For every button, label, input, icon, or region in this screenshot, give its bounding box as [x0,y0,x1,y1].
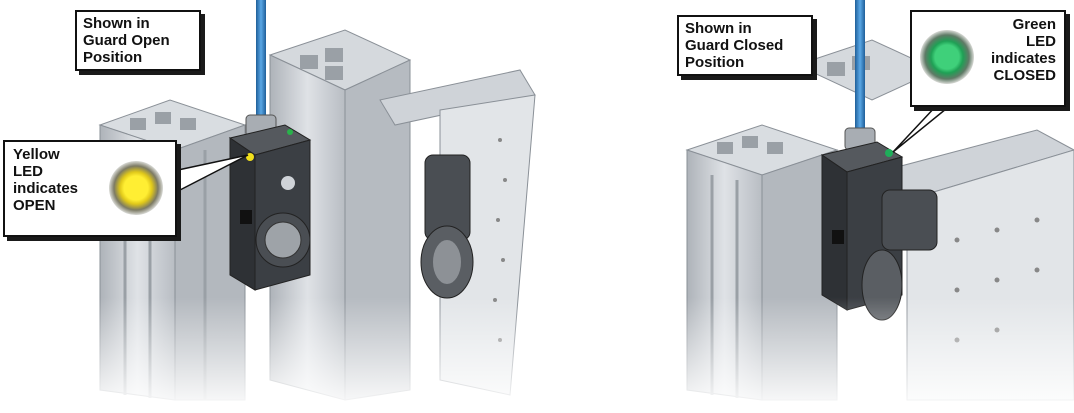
guard-open-scene: Shown in Guard Open Position Yellow LED … [0,0,537,413]
yellow-led-icon [109,161,163,215]
guard-open-illustration [0,0,537,413]
position-callout: Shown in Guard Open Position [75,10,201,71]
position-callout: Shown in Guard Closed Position [677,15,813,76]
green-led-icon [920,30,974,84]
guard-closed-scene: Shown in Guard Closed Position Green LED… [537,0,1074,413]
led-callout: Yellow LED indicates OPEN [3,140,177,237]
led-callout-text: Green LED indicates CLOSED [990,16,1056,84]
led-callout: Green LED indicates CLOSED [910,10,1066,107]
led-callout-text: Yellow LED indicates OPEN [13,146,79,214]
